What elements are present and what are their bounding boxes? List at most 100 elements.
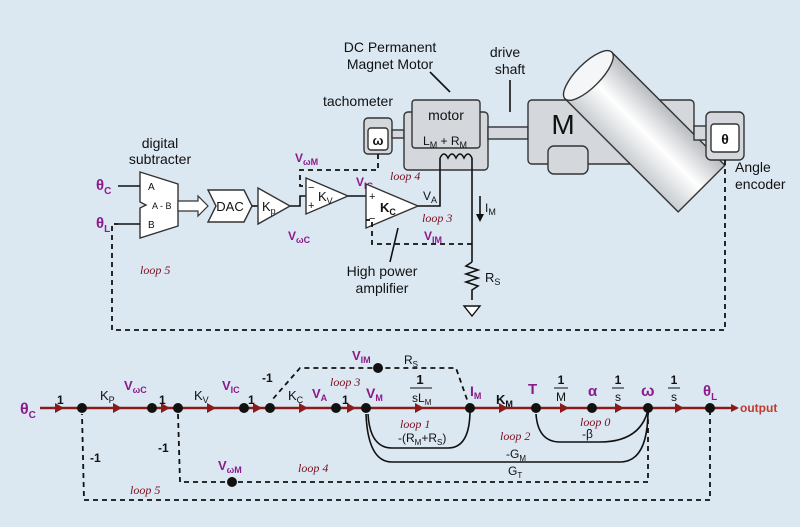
sfg-frac2-num: 1 — [558, 373, 565, 387]
sfg-v-m: VM — [366, 385, 383, 403]
forward-arrowhead — [499, 403, 508, 413]
sfg-frac3-den: s — [615, 390, 621, 404]
subtracter-label-line2: subtracter — [129, 151, 192, 167]
sfg-gain-1b: 1 — [159, 393, 166, 407]
loop5-path — [81, 410, 711, 501]
node-theta-c-sum — [77, 403, 87, 413]
node-v-im — [373, 363, 383, 373]
forward-arrowhead — [675, 403, 684, 413]
node-kc-sum — [265, 403, 275, 413]
sfg-alpha: α — [588, 383, 598, 400]
sfg-output: output — [740, 401, 777, 415]
motor-title-line1: DC Permanent — [344, 39, 437, 55]
subtracter-input-b: B — [148, 220, 155, 231]
sfg-k-m: KM — [496, 392, 513, 409]
hw-im: IM — [485, 201, 496, 217]
sfg-v-ic: VIC — [222, 378, 240, 395]
hw-loop3-label: loop 3 — [422, 211, 452, 225]
sfg-neg-beta: -β — [582, 427, 593, 441]
forward-arrowhead — [113, 403, 122, 413]
sfg-loop3: loop 3 — [330, 375, 360, 389]
amp-to-motor-wire — [418, 158, 441, 207]
tachometer-omega: ω — [373, 133, 384, 148]
loop1-path — [367, 409, 471, 449]
sfg-gt: GT — [508, 464, 522, 480]
sfg-gain-1d: 1 — [342, 393, 349, 407]
sfg-neg1-mid: -1 — [158, 441, 169, 455]
forward-arrowhead — [161, 403, 170, 413]
node-v-omega-m — [227, 477, 237, 487]
sfg-loop5: loop 5 — [130, 483, 160, 497]
node-v-a — [331, 403, 341, 413]
motor-params: LM + RM — [423, 134, 467, 150]
sfg-loop0: loop 0 — [580, 415, 610, 429]
hw-va: VA — [423, 189, 437, 205]
loop4-path — [177, 410, 649, 483]
sfg-rs: RS — [404, 353, 418, 369]
forward-arrowhead — [299, 403, 308, 413]
loop0-path — [535, 409, 649, 443]
sfg-gain-1a: 1 — [57, 393, 64, 407]
kv-minus: − — [308, 182, 314, 194]
sfg-gain-1c: 1 — [248, 393, 255, 407]
sfg-theta-l: θL — [703, 383, 717, 403]
kv-plus: + — [308, 200, 314, 212]
hw-loop4-label: loop 4 — [390, 169, 420, 183]
sfg-loop1: loop 1 — [400, 417, 430, 431]
drive-shaft — [487, 126, 529, 140]
sfg-neg1-left: -1 — [90, 451, 101, 465]
dac-block — [206, 189, 253, 223]
sfg-frac1-num: 1 — [416, 372, 423, 387]
forward-arrowhead — [253, 403, 262, 413]
cylinder-end — [562, 49, 614, 101]
load-cylinder — [562, 49, 726, 213]
kc-plus: + — [369, 191, 375, 203]
sfg-omega: ω — [641, 383, 655, 400]
amp-label-line1: High power — [347, 263, 418, 279]
sfg-v-a: VA — [312, 386, 328, 403]
tach-shaft — [391, 129, 405, 139]
sfg-theta-c: θC — [20, 401, 36, 421]
subtracter-operation: A - B — [152, 201, 172, 211]
motor-coil — [439, 153, 473, 160]
sfg-i-m: IM — [470, 383, 481, 401]
kv-label: KV — [318, 189, 333, 206]
forward-arrowhead — [615, 403, 624, 413]
sfg-neg-gm: -GM — [506, 447, 526, 463]
sfg-v-omega-m: VωM — [218, 458, 242, 475]
load-mass-label: M — [551, 109, 574, 140]
amp-label-leader — [389, 227, 399, 263]
hw-theta-c: θC — [96, 177, 111, 197]
subtracter-input-a: A — [148, 182, 155, 193]
kp-to-kv-wire — [290, 195, 306, 207]
tach-feedback-dashed — [299, 154, 379, 187]
motor-body — [411, 99, 481, 149]
forward-arrowhead — [55, 403, 64, 413]
hw-v-im: VIM — [424, 229, 442, 245]
dac-label: DAC — [216, 199, 243, 214]
kc-power-amplifier — [365, 182, 420, 230]
sfg-kp: KP — [100, 388, 115, 405]
sfg-frac3-num: 1 — [615, 373, 622, 387]
sense-resistor — [463, 261, 481, 300]
load-hub — [547, 145, 589, 175]
sfg-loop2: loop 2 — [500, 429, 530, 443]
node-t — [531, 403, 541, 413]
tachometer-face — [367, 127, 389, 151]
hw-v-omega-m: VωM — [295, 151, 318, 167]
forward-arrowhead — [415, 403, 424, 413]
sfg-frac1-den: sLM — [412, 391, 432, 407]
angle-encoder-theta: θ — [721, 131, 729, 147]
hardware-schematic: DC Permanent Magnet Motor drive shaft ta… — [96, 39, 786, 331]
subtracter-to-dac-arrow — [177, 194, 209, 218]
motor-title-leader — [429, 71, 451, 93]
motor-label: motor — [428, 107, 464, 123]
current-feedback-dashed — [366, 219, 472, 245]
gm-path — [365, 409, 649, 463]
tachometer-label: tachometer — [323, 93, 393, 109]
node-v-omega-c — [147, 403, 157, 413]
hw-v-omega-c: VωC — [288, 229, 311, 245]
subtracter-label-line1: digital — [142, 135, 179, 151]
kc-minus: − — [369, 213, 375, 225]
